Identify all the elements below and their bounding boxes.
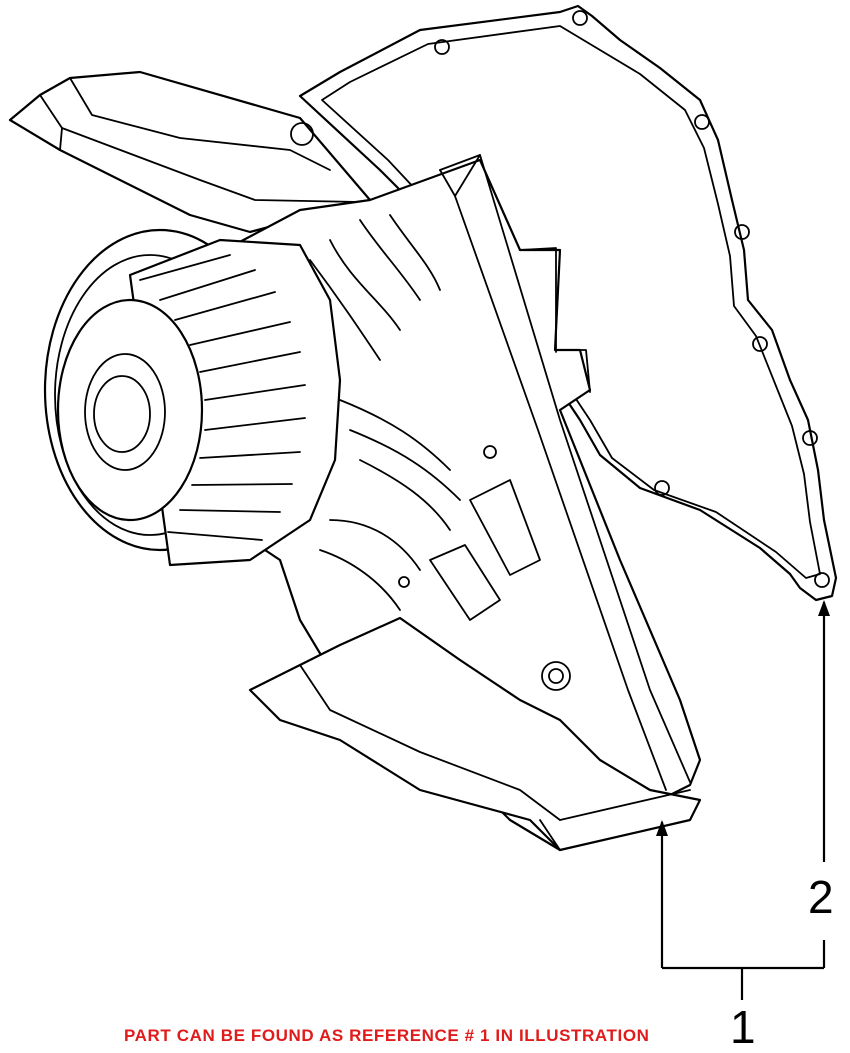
part-reference-caption: PART CAN BE FOUND AS REFERENCE # 1 IN IL… <box>124 1026 650 1045</box>
lower-flange <box>248 616 702 852</box>
callout-number-2: 2 <box>808 871 834 923</box>
upper-arm <box>8 70 372 234</box>
callout-number-1: 1 <box>730 1001 756 1053</box>
pulley <box>43 228 342 567</box>
callout-leaders <box>656 600 830 1000</box>
